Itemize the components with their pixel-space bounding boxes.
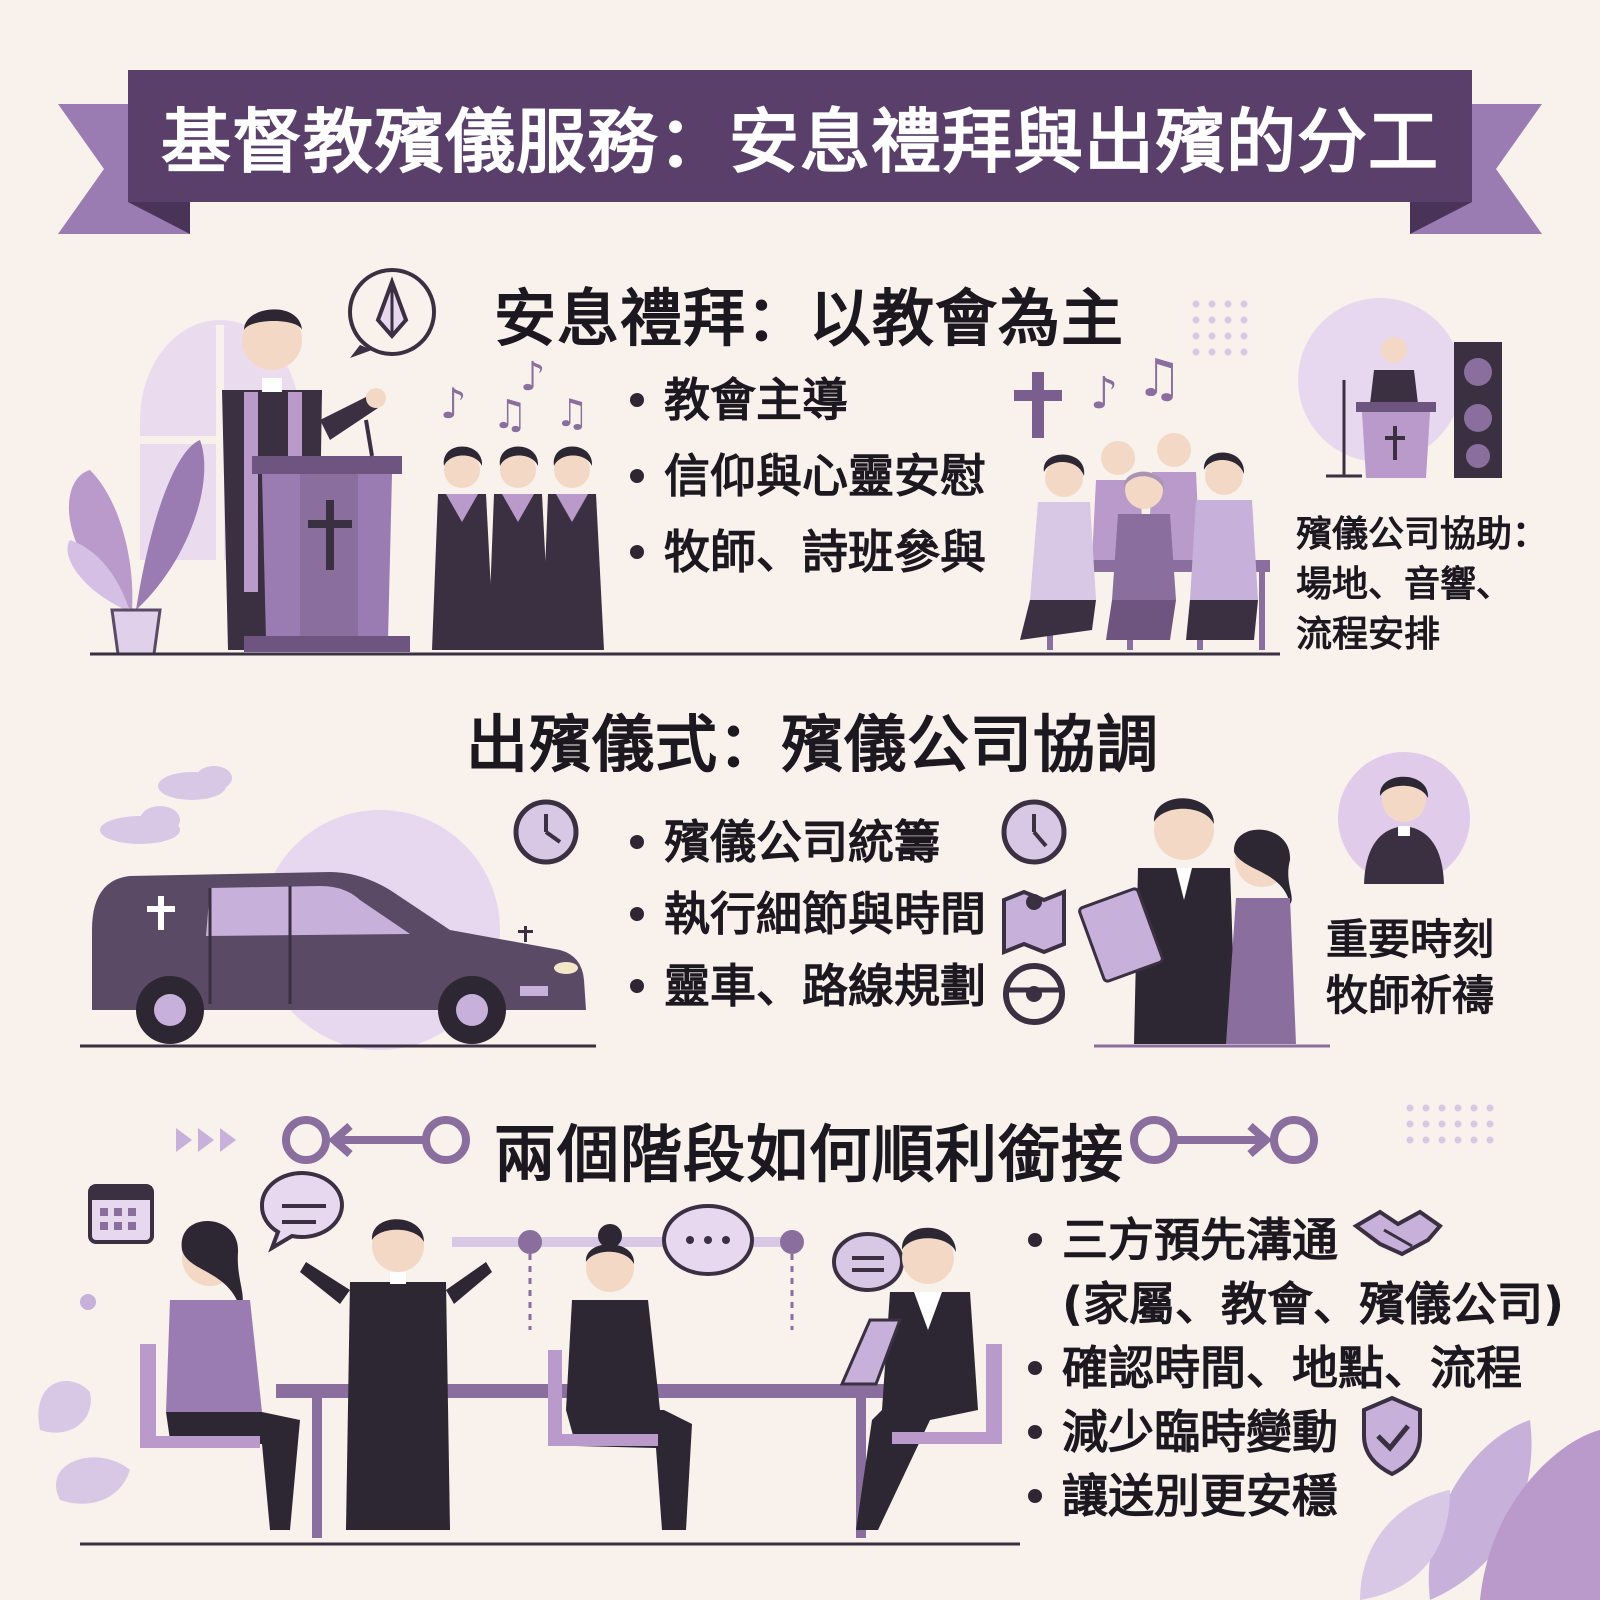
note-line: 牧師祈禱 (1326, 971, 1495, 1020)
svg-text:♪: ♪ (440, 379, 467, 428)
arrows-chevron-icon (176, 1128, 236, 1152)
list-item: 教會主導 (630, 362, 986, 438)
list-item: 確認時間、地點、流程 (1028, 1336, 1564, 1400)
clock-icon (513, 799, 579, 865)
list-item-line: 減少臨時變動 (1062, 1405, 1338, 1459)
note-line: 重要時刻 (1326, 915, 1495, 964)
list-item: 三方預先溝通 (家屬、教會、殯儀公司) (1028, 1208, 1564, 1336)
map-pin-icon (1002, 889, 1066, 955)
svg-text:♫: ♫ (1136, 349, 1183, 409)
funeral-bullet-list: 殯儀公司統籌 執行細節與時間 靈車、路線規劃 (630, 806, 986, 1022)
svg-text:♫: ♫ (555, 391, 589, 435)
pulpit (244, 419, 410, 652)
steering-wheel-icon (1003, 963, 1065, 1025)
funeral-prayer-note: 重要時刻 牧師祈禱 (1326, 912, 1494, 1024)
leaf-decoration-left (38, 1380, 131, 1504)
list-item: 靈車、路線規劃 (630, 950, 986, 1022)
list-item: 殯儀公司統籌 (630, 806, 986, 878)
memorial-support-note: 殯儀公司協助： 場地、音響、 流程安排 (1296, 510, 1548, 660)
clock-icon (1001, 799, 1067, 865)
choir-group (432, 446, 604, 650)
praying-hands-icon (348, 268, 436, 358)
calendar-icon (88, 1184, 154, 1244)
sound-system-illustration (1298, 298, 1502, 478)
title-banner: 基督教殯儀服務：安息禮拜與出殯的分工 (128, 70, 1472, 202)
connection-bullet-list: 三方預先溝通 (家屬、教會、殯儀公司) 確認時間、地點、流程 減少臨時變動 讓送… (1028, 1208, 1564, 1528)
svg-text:♪: ♪ (520, 354, 546, 400)
list-item-line: 確認時間、地點、流程 (1062, 1341, 1522, 1395)
list-item-line: (家屬、教會、殯儀公司) (1062, 1277, 1565, 1331)
cross-icon (1014, 372, 1062, 438)
pastor-avatar (1338, 752, 1470, 884)
list-item-line: 三方預先溝通 (1062, 1213, 1338, 1267)
connection-heading: 兩個階段如何順利銜接 (494, 1118, 1125, 1191)
note-line: 流程安排 (1296, 614, 1441, 655)
dot-pattern-mid-right (1406, 1104, 1494, 1144)
hearse-illustration (92, 872, 586, 1044)
handshake-icon (1352, 1209, 1443, 1257)
list-item: 執行細節與時間 (630, 878, 986, 950)
congregation-group (1020, 433, 1270, 650)
shield-check-icon (1362, 1395, 1422, 1477)
leaf-decoration-right (1360, 1420, 1600, 1600)
note-line: 殯儀公司協助： (1296, 514, 1549, 555)
list-item: 讓送別更安穩 (1028, 1464, 1564, 1528)
list-item-line: 讓送別更安穩 (1062, 1469, 1338, 1523)
page-title: 基督教殯儀服務：安息禮拜與出殯的分工 (161, 100, 1439, 183)
funeral-heading: 出殯儀式：殯儀公司協調 (466, 708, 1160, 781)
list-item: 減少臨時變動 (1028, 1400, 1564, 1464)
dot-pattern-top-right (1192, 300, 1248, 356)
note-line: 場地、音響、 (1296, 564, 1513, 605)
decor-dot (80, 1294, 96, 1310)
plant-left (67, 440, 205, 656)
connector-right (1130, 1116, 1318, 1164)
funeral-staff-pair (1078, 798, 1296, 1044)
meeting-illustration (140, 1171, 1002, 1538)
svg-text:♪: ♪ (1090, 368, 1118, 419)
connector-left (282, 1116, 470, 1164)
svg-text:♫: ♫ (492, 392, 528, 438)
list-item: 牧師、詩班參與 (630, 514, 986, 590)
memorial-heading: 安息禮拜：以教會為主 (494, 282, 1125, 355)
memorial-bullet-list: 教會主導 信仰與心靈安慰 牧師、詩班參與 (630, 362, 986, 590)
list-item: 信仰與心靈安慰 (630, 438, 986, 514)
clouds (100, 766, 232, 844)
